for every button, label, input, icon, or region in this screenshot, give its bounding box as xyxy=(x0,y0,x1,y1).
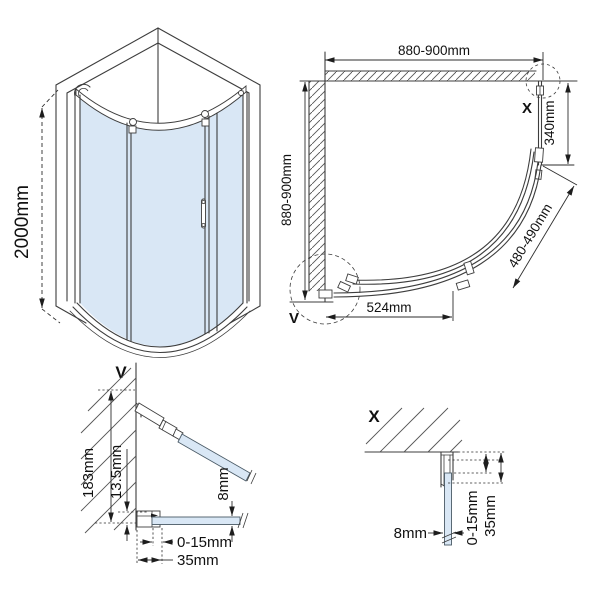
detail-x-title: X xyxy=(368,407,380,426)
dim-35-v: 35mm xyxy=(136,530,219,569)
dim-side-panel: 340mm xyxy=(542,83,571,164)
plan-marker-v: V xyxy=(289,310,299,327)
detail-x-view: X xyxy=(364,407,505,546)
dim-height-2000: 2000mm xyxy=(12,89,61,324)
wall-hatch-left xyxy=(309,81,325,291)
plan-marker-x: X xyxy=(522,100,532,117)
roller-wheel xyxy=(201,110,209,118)
floor-profile-v xyxy=(136,510,249,529)
dim-side-panel-label: 340mm xyxy=(542,100,557,145)
detail-v-view: V xyxy=(80,362,257,569)
dim-183-label: 183mm xyxy=(80,448,97,498)
dim-35-x-label: 35mm xyxy=(482,495,499,537)
bottom-rail xyxy=(69,302,251,358)
detail-circle-v xyxy=(289,253,361,325)
dim-13-5-label: 13.5mm xyxy=(108,445,125,499)
dim-adjust-x: 0-15mm xyxy=(464,454,489,546)
glass-section-vertical xyxy=(444,472,452,546)
frame-lines xyxy=(74,90,248,342)
rollers xyxy=(74,83,244,134)
dim-35-x: 35mm xyxy=(482,453,504,537)
side-panel-340 xyxy=(534,80,575,180)
curved-door-arcs xyxy=(333,148,542,298)
dim-adjust-x-label: 0-15mm xyxy=(464,490,481,545)
dim-glass-8-v-label: 8mm xyxy=(215,467,232,500)
detail-v-title: V xyxy=(115,363,127,382)
plan-view: 880-900mm 880-900mm 340mm 480-490mm 524m… xyxy=(279,43,578,327)
wall-structure xyxy=(55,27,261,324)
glass-section-bottom xyxy=(151,516,241,525)
wall-lines xyxy=(289,51,578,303)
wall-hatch-top xyxy=(325,71,535,81)
glass-panel xyxy=(80,91,243,347)
arc-brackets xyxy=(318,260,475,299)
curved-glass-section xyxy=(134,402,257,485)
dim-35-v-label: 35mm xyxy=(177,552,219,569)
extension-lines-x xyxy=(448,451,505,484)
dim-13-5: 13.5mm xyxy=(108,445,147,541)
dim-depth-left: 880-900mm xyxy=(279,82,308,300)
dim-glass-8-x: 8mm xyxy=(394,525,464,542)
dim-entry-width: 480-490mm xyxy=(505,165,578,289)
dim-front-label: 524mm xyxy=(366,300,411,315)
dim-glass-8-v: 8mm xyxy=(215,467,235,542)
dim-183: 183mm xyxy=(80,389,136,524)
dim-front-524: 524mm xyxy=(326,291,454,321)
glass-section-diagonal xyxy=(177,433,251,482)
dim-glass-8-x-label: 8mm xyxy=(394,525,427,542)
roller-wheel xyxy=(129,118,137,126)
wall-section-x xyxy=(364,407,463,453)
dim-width-top-label: 880-900mm xyxy=(398,43,470,58)
dim-width-top: 880-900mm xyxy=(325,43,544,80)
perspective-view: 2000mm xyxy=(12,27,261,358)
dim-height-label: 2000mm xyxy=(12,185,33,259)
dim-adjust-v: 0-15mm xyxy=(140,528,232,564)
dim-adjust-v-label: 0-15mm xyxy=(177,534,232,551)
dim-depth-left-label: 880-900mm xyxy=(279,154,294,226)
door-knob-plan xyxy=(463,260,475,276)
door-handle xyxy=(201,198,206,229)
